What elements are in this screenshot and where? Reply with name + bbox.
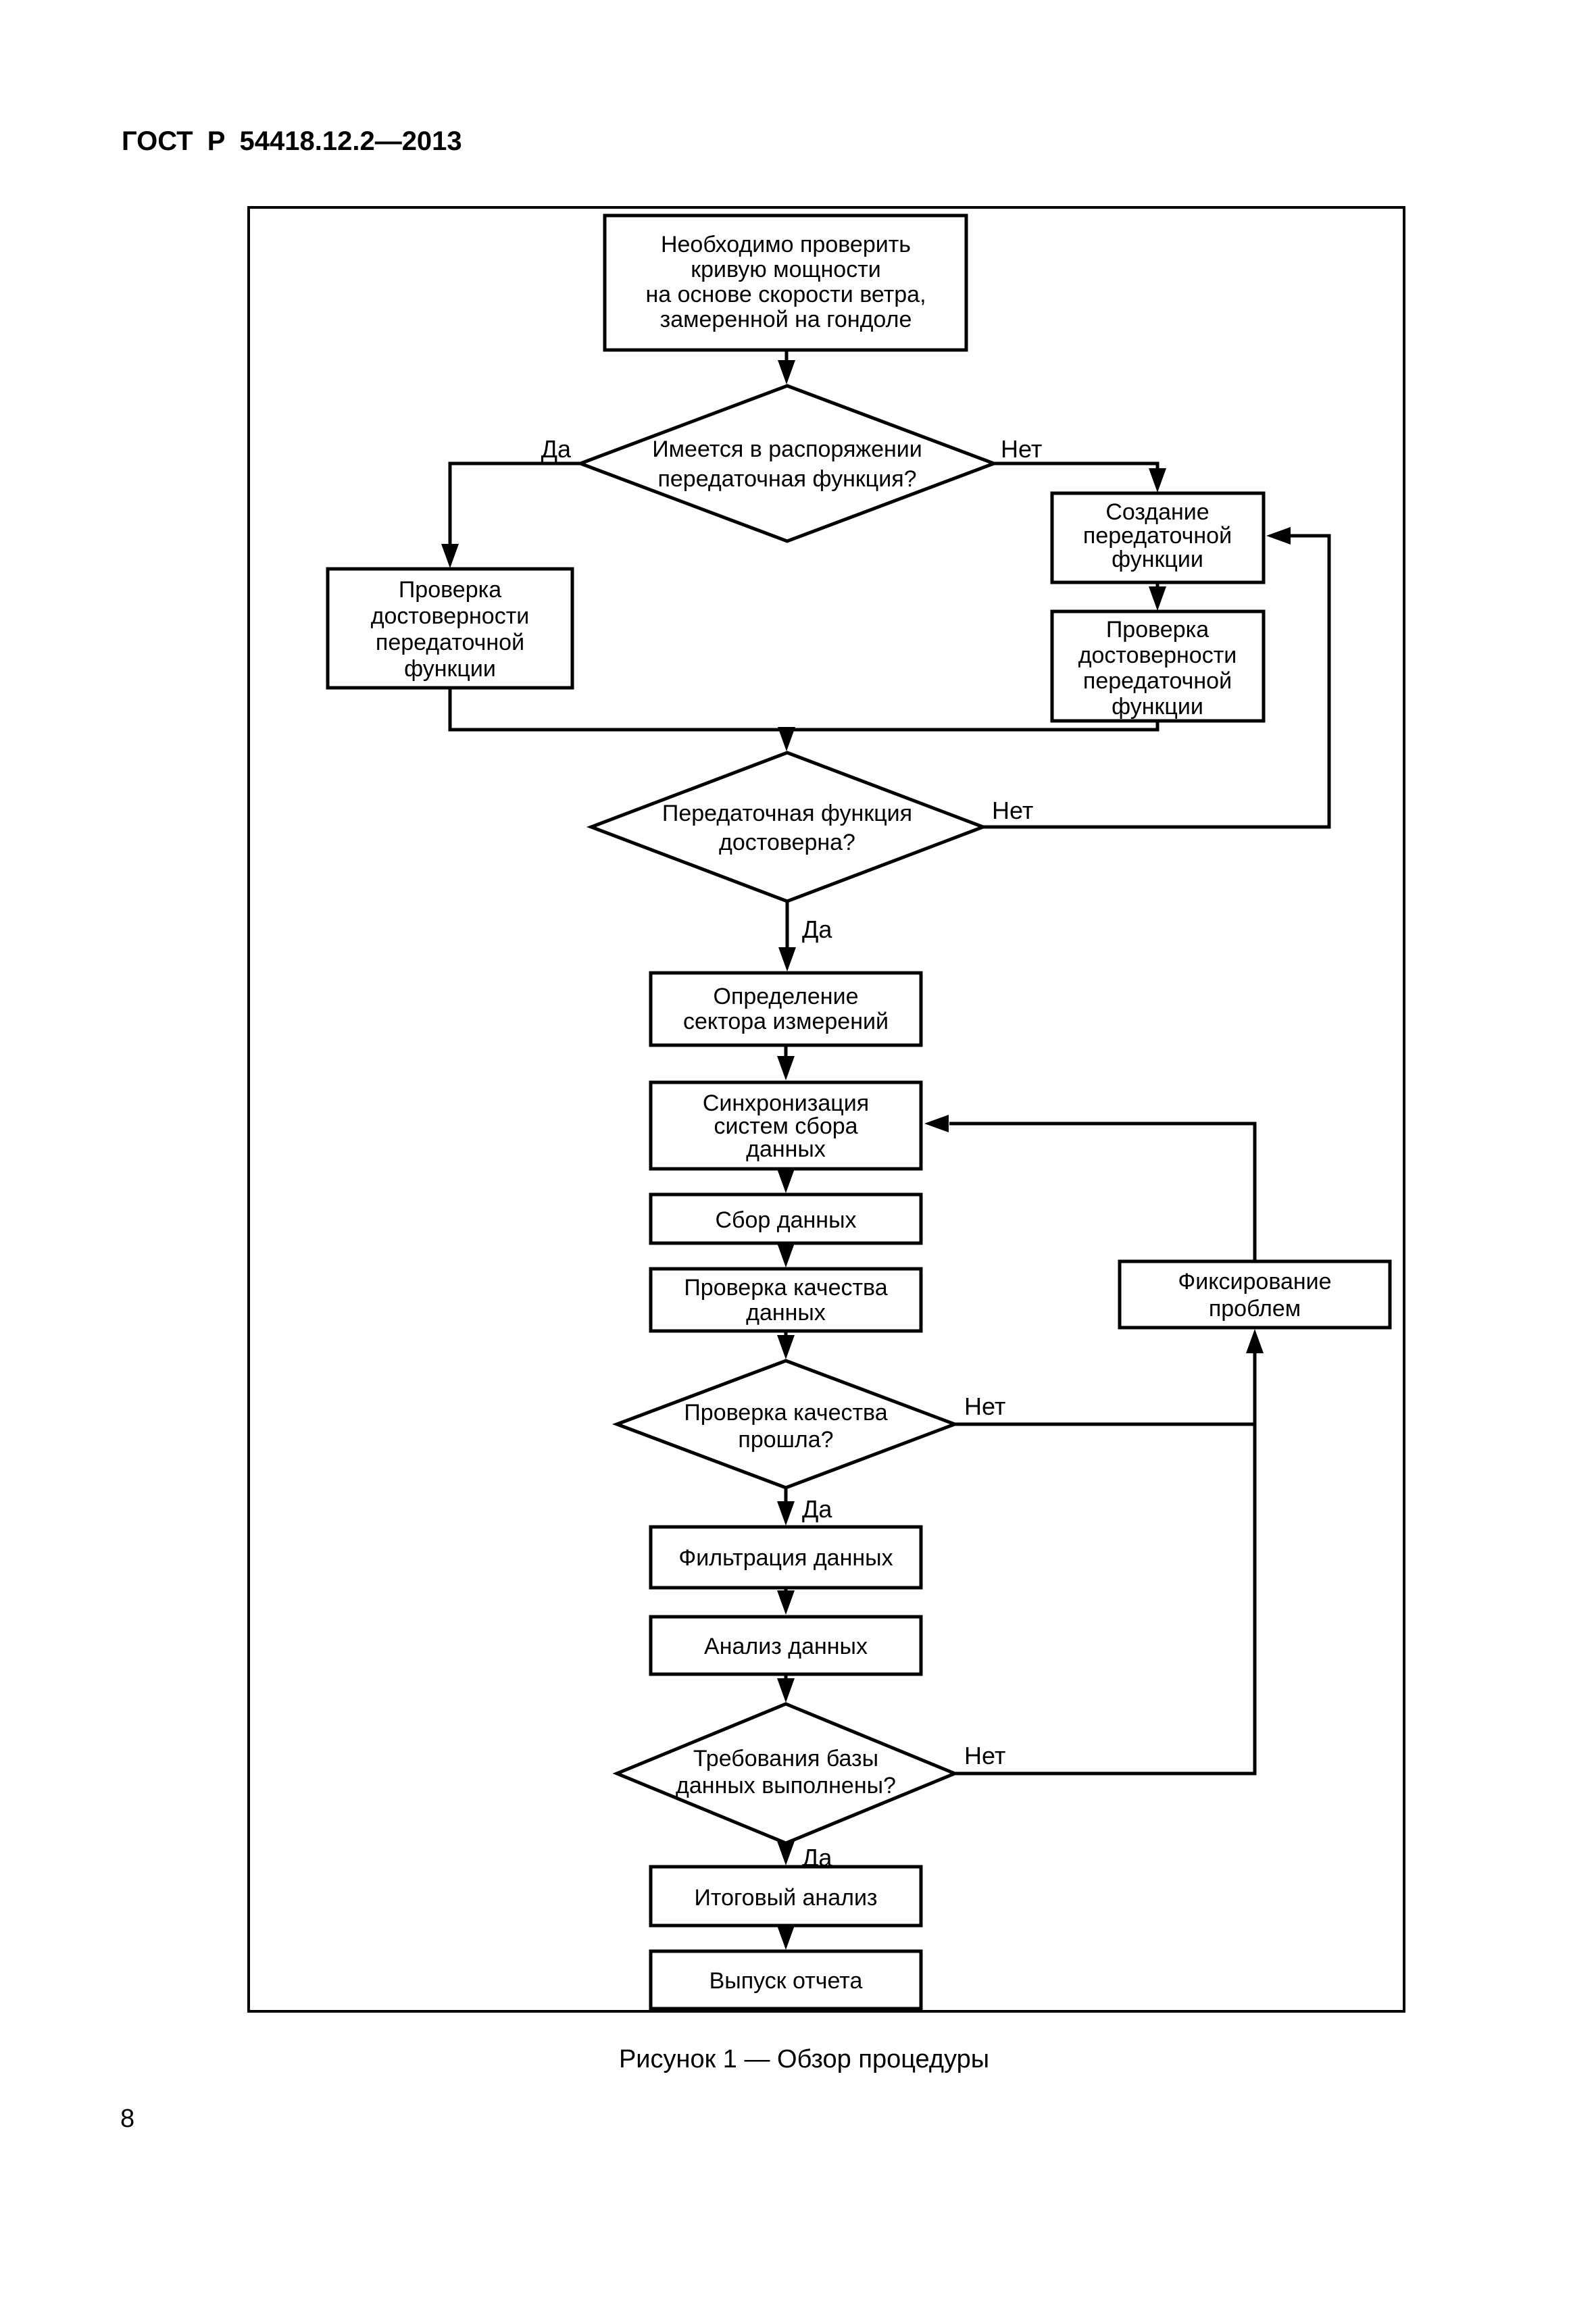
node-text: Синхронизация <box>703 1090 869 1116</box>
node-text: данных <box>746 1300 826 1326</box>
connector-d4-no <box>955 1352 1257 1776</box>
node-check-validity-left <box>326 567 574 690</box>
node-text: Фиксирование <box>1178 1269 1331 1294</box>
node-record-problems <box>1118 1259 1392 1330</box>
node-data-filtering <box>649 1525 923 1590</box>
decision-text: данных выполнены? <box>676 1773 896 1799</box>
arrowhead <box>778 360 795 384</box>
node-text: Выпуск отчета <box>709 1968 863 1994</box>
connector-fix-sync <box>949 1122 1257 1261</box>
node-text: функции <box>1112 547 1203 572</box>
arrowhead <box>777 1501 795 1526</box>
node-text: Проверка качества <box>684 1275 887 1301</box>
node-start-text: на основе скорости ветра, <box>645 282 926 307</box>
node-text: Фильтрация данных <box>678 1545 893 1571</box>
node-start-text: замеренной на гондоле <box>660 307 912 332</box>
node-check-validity-right <box>1050 609 1266 723</box>
node-text: передаточной <box>1083 523 1232 549</box>
decision-text: достоверна? <box>719 830 855 855</box>
node-start <box>603 213 968 352</box>
node-text: Сбор данных <box>715 1207 856 1233</box>
arrowhead <box>1149 586 1166 611</box>
node-data-collection <box>649 1192 923 1245</box>
node-text: проблем <box>1209 1296 1301 1322</box>
connector-merge <box>448 688 1159 732</box>
arrowhead <box>777 1335 795 1359</box>
arrowhead <box>777 1926 795 1950</box>
node-create-transfer-function <box>1050 491 1266 584</box>
decision-transfer-function-available <box>575 384 999 543</box>
node-data-analysis <box>649 1615 923 1676</box>
arrowhead <box>777 1169 795 1193</box>
node-text: передаточной <box>1083 668 1232 694</box>
connector-d1-yes <box>448 461 580 546</box>
node-text: функции <box>404 656 496 682</box>
label-no: Нет <box>992 797 1033 824</box>
arrowhead <box>441 544 459 568</box>
node-data-quality-check <box>649 1267 923 1333</box>
decision-text: прошла? <box>738 1427 833 1453</box>
node-sync-data-systems <box>649 1080 923 1171</box>
arrowhead <box>1266 527 1291 545</box>
node-text: Определение <box>714 984 859 1009</box>
node-text: функции <box>1112 694 1203 720</box>
connector-d2-no-loop <box>983 534 1331 829</box>
arrowhead <box>1246 1329 1264 1353</box>
arrowhead <box>777 1243 795 1267</box>
node-text: Создание <box>1105 499 1209 525</box>
figure-caption: Рисунок 1 — Обзор процедуры <box>619 2045 989 2073</box>
node-text: сектора измерений <box>683 1009 889 1034</box>
page-number: 8 <box>120 2105 134 2133</box>
arrowhead <box>1149 468 1166 493</box>
label-yes: Да <box>802 915 832 943</box>
node-text: достоверности <box>1078 643 1237 668</box>
node-text: систем сбора <box>714 1113 857 1139</box>
arrowhead <box>777 1056 795 1080</box>
arrowhead <box>778 727 795 751</box>
decision-text: Проверка качества <box>684 1400 887 1426</box>
label-yes: Да <box>541 435 572 463</box>
label-no: Нет <box>964 1392 1005 1420</box>
node-start-text: Необходимо проверить <box>661 232 911 257</box>
connector-d1-no <box>994 461 1159 470</box>
figure-border <box>247 206 1405 2013</box>
node-text: Проверка <box>1106 617 1209 643</box>
arrowhead <box>924 1115 949 1132</box>
node-text: данных <box>746 1136 826 1162</box>
label-no: Нет <box>964 1742 1005 1769</box>
decision-text: Требования базы <box>693 1746 878 1771</box>
node-text: Анализ данных <box>704 1634 868 1659</box>
node-text: Проверка <box>399 577 501 603</box>
label-no: Нет <box>1001 435 1042 463</box>
node-text: достоверности <box>371 603 530 629</box>
decision-transfer-function-valid <box>586 751 989 903</box>
decision-text: передаточная функция? <box>657 466 916 492</box>
decision-quality-passed <box>612 1359 960 1490</box>
decision-text: Передаточная функция <box>662 801 912 826</box>
node-text: передаточной <box>376 630 524 655</box>
arrowhead <box>777 1590 795 1615</box>
decision-database-requirements <box>612 1702 959 1845</box>
decision-text: Имеется в распоряжении <box>652 436 922 462</box>
arrowhead <box>777 1678 795 1703</box>
node-report-release <box>649 1949 923 2011</box>
label-yes: Да <box>802 1495 832 1523</box>
arrowhead <box>778 947 796 972</box>
node-measurement-sector <box>649 971 923 1047</box>
node-final-analysis <box>649 1865 923 1928</box>
node-start-text: кривую мощности <box>691 257 881 282</box>
node-text: Итоговый анализ <box>694 1885 877 1911</box>
page-header: ГОСТ Р 54418.12.2—2013 <box>122 126 462 156</box>
arrowhead <box>777 1841 795 1865</box>
